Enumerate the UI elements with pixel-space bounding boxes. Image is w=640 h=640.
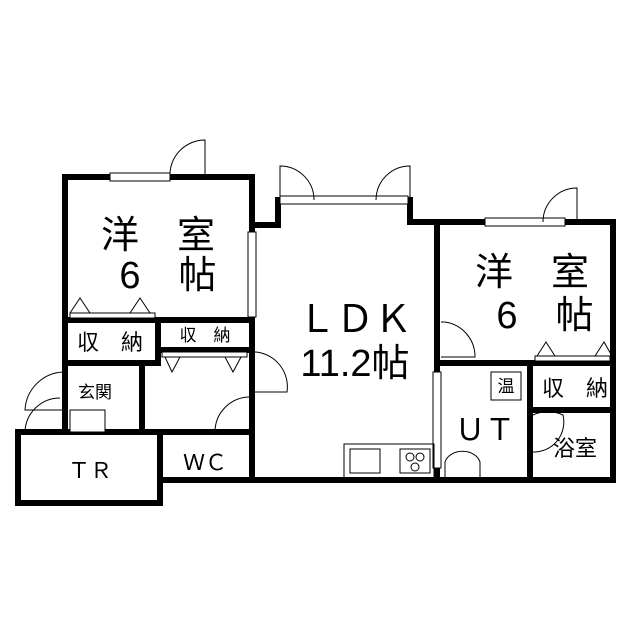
water-heater-box bbox=[490, 371, 522, 401]
door-entrance-1 bbox=[24, 371, 64, 411]
utility-label: ＵＴ bbox=[455, 414, 515, 447]
windows bbox=[109, 172, 566, 469]
closet-right-label: 収 納 bbox=[542, 376, 608, 401]
water-heater-label: 温 bbox=[498, 377, 515, 396]
closet-hall-label: 収 納 bbox=[180, 326, 231, 345]
sink-icon bbox=[349, 448, 381, 474]
toilet-label: ＷＣ bbox=[183, 450, 227, 475]
washbasin-icon bbox=[444, 450, 481, 479]
entrance-label: 玄関 bbox=[78, 383, 112, 402]
door-bath bbox=[532, 411, 565, 453]
door-entrance-2 bbox=[24, 397, 61, 433]
fixtures bbox=[343, 371, 522, 479]
door-hall-ldk bbox=[252, 351, 288, 393]
trunk-room-label: ＴＲ bbox=[68, 458, 112, 483]
door-balcony-2 bbox=[375, 165, 411, 201]
bedroom-left-type: 洋 室 bbox=[101, 215, 215, 257]
ldk-size: 11.2帖 bbox=[300, 343, 409, 385]
bedroom-right-size: 6 帖 bbox=[496, 295, 593, 337]
door-bedroom-right bbox=[542, 187, 578, 223]
ldk-type: ＬＤＫ bbox=[298, 299, 412, 341]
closet-doors bbox=[69, 297, 613, 374]
door-balcony-1 bbox=[279, 165, 315, 201]
closet-left-label: 収 納 bbox=[77, 330, 143, 355]
kitchen-counter bbox=[343, 443, 435, 479]
labels: 洋 室 6 帖 ＬＤＫ 11.2帖 洋 室 6 帖 収 納 収 納 玄関 ＴＲ … bbox=[68, 215, 608, 483]
bathroom-label: 浴室 bbox=[553, 436, 597, 461]
door-wc bbox=[214, 396, 251, 433]
bedroom-left-size: 6 帖 bbox=[119, 255, 216, 297]
door-bedroom-left bbox=[169, 139, 206, 178]
door-ldk-bedroom bbox=[441, 321, 476, 358]
doors bbox=[24, 139, 578, 453]
stove-icon bbox=[399, 448, 431, 474]
bedroom-right-type: 洋 室 bbox=[475, 252, 589, 294]
